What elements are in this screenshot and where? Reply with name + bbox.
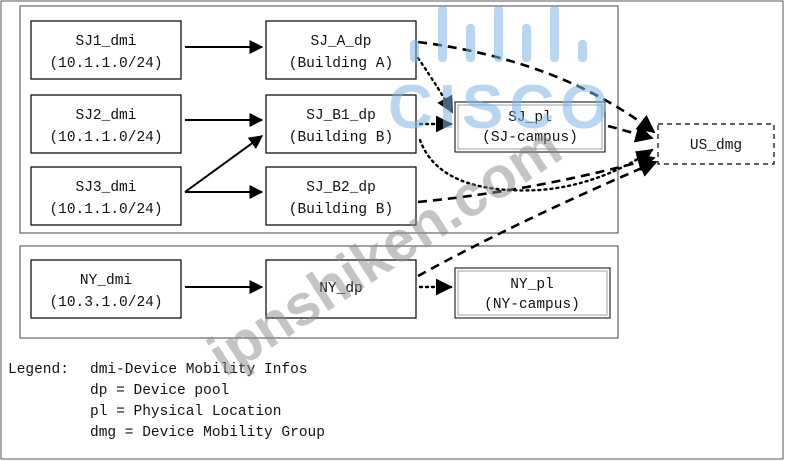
sj-pl-node: SJ_pl (SJ-campus)	[454, 101, 606, 153]
ny-group-container	[19, 245, 619, 339]
sj-a-dp-node: SJ_A_dp (Building A)	[265, 20, 417, 80]
ny-pl-campus: (NY-campus)	[484, 297, 580, 313]
sj1-dmi-node: SJ1_dmi (10.1.1.0/24)	[30, 20, 182, 80]
ny-pl-node: NY_pl (NY-campus)	[454, 267, 611, 319]
site-watermark: ipnshiken.com	[197, 113, 573, 389]
sj3-dmi-subnet: (10.1.1.0/24)	[49, 202, 162, 218]
sj2-dmi-node: SJ2_dmi (10.1.1.0/24)	[30, 94, 182, 154]
sj-pl-label: SJ_pl	[508, 110, 552, 126]
edge-nydp-to-usdmg	[417, 160, 658, 278]
sj-b1-dp-building: (Building B)	[289, 130, 393, 146]
edge-sjb2-to-usdmg	[417, 153, 656, 204]
sj3-dmi-label: SJ3_dmi	[76, 180, 137, 196]
cisco-wordmark: CISCO	[388, 73, 614, 142]
legend: Legend: dmi-Device Mobility Infos dp = D…	[8, 362, 325, 441]
edge-sjpl-to-usdmg-dotted	[418, 138, 654, 192]
sj-a-dp-label: SJ_A_dp	[311, 34, 372, 50]
sj-a-dp-building: (Building A)	[289, 56, 393, 72]
edge-sja-to-sjpl	[416, 56, 454, 114]
sj3-dmi-node: SJ3_dmi (10.1.1.0/24)	[30, 166, 182, 226]
ny-dp-label: NY_dp	[319, 281, 363, 297]
cisco-bars-logo	[410, 6, 587, 62]
sj2-dmi-label: SJ2_dmi	[76, 108, 137, 124]
legend-item-dmg: dmg = Device Mobility Group	[90, 425, 325, 441]
sj1-dmi-subnet: (10.1.1.0/24)	[49, 56, 162, 72]
ny-dp-node: NY_dp	[265, 259, 417, 319]
sj-b1-dp-label: SJ_B1_dp	[306, 108, 376, 124]
sj-b1-dp-node: SJ_B1_dp (Building B)	[265, 94, 417, 154]
us-dmg-label: US_dmg	[690, 138, 742, 154]
sj-b2-dp-node: SJ_B2_dp (Building B)	[265, 166, 417, 226]
sj-b2-dp-label: SJ_B2_dp	[306, 180, 376, 196]
us-dmg-node: US_dmg	[657, 123, 775, 165]
sj-b2-dp-building: (Building B)	[289, 202, 393, 218]
legend-item-dmi: dmi-Device Mobility Infos	[90, 362, 308, 378]
legend-item-dp: dp = Device pool	[90, 383, 229, 399]
ny-dmi-label: NY_dmi	[80, 273, 132, 289]
sj-group-container	[19, 5, 619, 234]
ny-dmi-node: NY_dmi (10.3.1.0/24)	[30, 259, 182, 319]
edge-sja-to-usdmg	[417, 40, 656, 134]
edge-sjpl-to-usdmg	[607, 124, 654, 143]
cisco-watermark: CISCO	[388, 6, 614, 142]
sj2-dmi-subnet: (10.1.1.0/24)	[49, 130, 162, 146]
ny-dmi-subnet: (10.3.1.0/24)	[49, 295, 162, 311]
ny-pl-label: NY_pl	[510, 277, 554, 293]
legend-title: Legend:	[8, 362, 69, 378]
sj1-dmi-label: SJ1_dmi	[76, 34, 137, 50]
sj-pl-campus: (SJ-campus)	[482, 130, 578, 146]
edge-sj3-to-sjb1	[184, 135, 264, 193]
legend-item-pl: pl = Physical Location	[90, 404, 281, 420]
